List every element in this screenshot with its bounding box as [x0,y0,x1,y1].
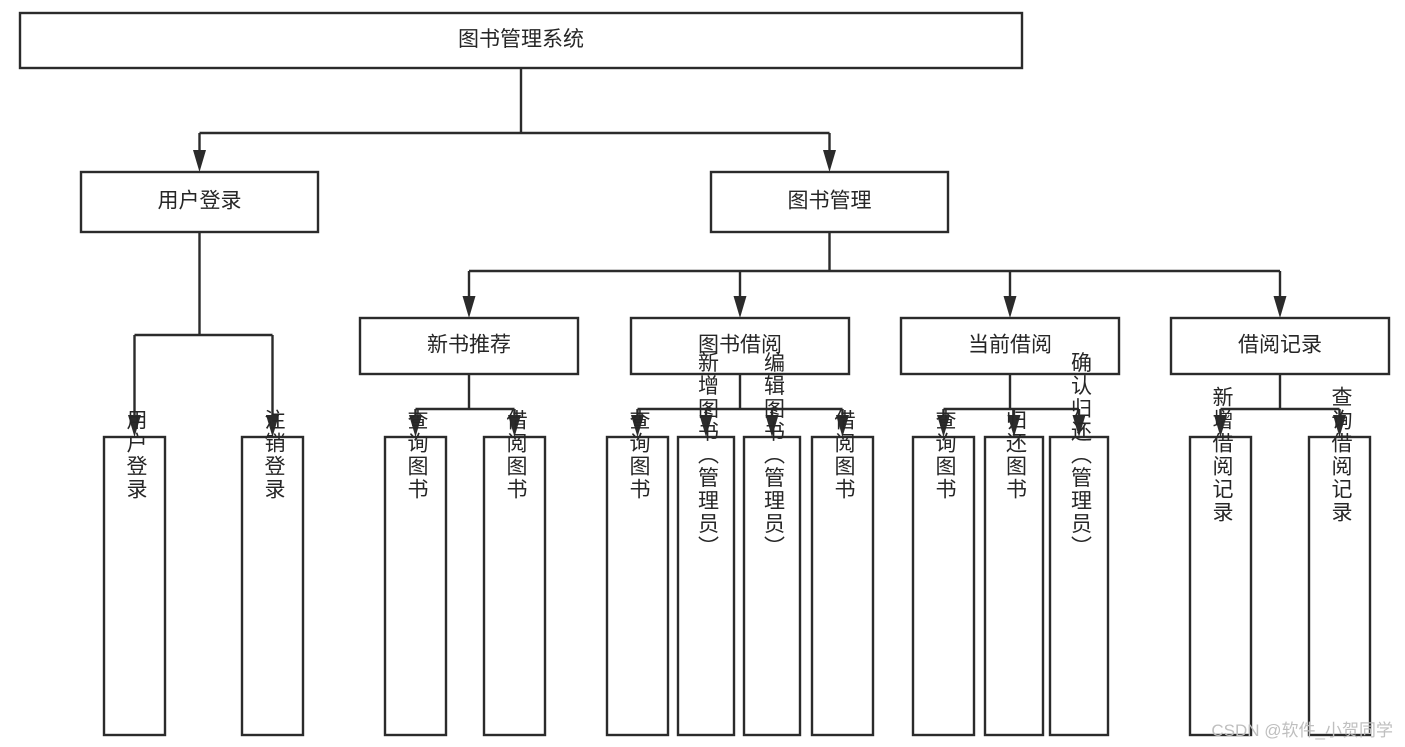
node-label: 图书借阅 [698,334,782,357]
node-label: 查询图书 [405,409,429,501]
node-box [605,435,670,737]
to-用户登录-arrowhead [193,150,206,172]
to-leaf-图书借阅-0-arrowhead [631,415,644,437]
leaf-node-确认归还管理员[interactable]: 确认归还（管理员） [1048,352,1110,737]
node-label: 借阅图书 [504,409,528,501]
node-box [18,11,1024,70]
node-layer: 图书管理系统用户登录图书管理新书推荐图书借阅当前借阅借阅记录用户登录注销登录查询… [18,11,1391,737]
node-label: 当前借阅 [968,334,1052,357]
connector-layer [128,68,1346,437]
node-l2-图书管理[interactable]: 图书管理 [709,170,950,234]
node-label: 查询图书 [933,409,957,501]
leaf-node-借阅图书[interactable]: 借阅图书 [482,409,547,737]
node-label: 新书推荐 [427,334,511,357]
to-借阅记录-arrowhead [1273,296,1287,318]
node-label: 归还图书 [1003,409,1027,501]
leaf-node-借阅图书[interactable]: 借阅图书 [810,409,875,737]
leaf-node-编辑图书管理员[interactable]: 编辑图书（管理员） [742,352,802,737]
node-box [899,316,1121,376]
node-box [810,435,875,737]
node-label: 查询图书 [627,409,651,501]
leaf-node-新增借阅记录[interactable]: 新增借阅记录 [1188,386,1253,737]
node-box [983,435,1045,737]
leaf-node-归还图书[interactable]: 归还图书 [983,409,1045,737]
node-box [102,435,167,737]
leaf-node-查询图书[interactable]: 查询图书 [383,409,448,737]
to-leaf-图书借阅-1-arrowhead [699,415,713,437]
node-label: 注销登录 [262,409,286,501]
node-label: 借阅记录 [1238,334,1322,357]
root-node-图书管理系统[interactable]: 图书管理系统 [18,11,1024,70]
to-图书管理-arrowhead [823,150,836,172]
to-leaf-用户登录-u0-arrowhead [128,415,141,437]
to-leaf-新书推荐-0-arrowhead [409,415,422,437]
node-l3-借阅记录[interactable]: 借阅记录 [1169,316,1391,376]
to-leaf-注销登录-u1-arrowhead [266,415,279,437]
to-图书借阅-arrowhead [733,296,747,318]
node-box [1169,316,1391,376]
node-label: 图书管理 [788,190,872,213]
node-label: 图书管理系统 [458,28,584,51]
leaf-node-查询图书[interactable]: 查询图书 [911,409,976,737]
node-label: 借阅图书 [832,409,856,501]
to-leaf-当前借阅-1-arrowhead [1007,415,1021,437]
to-leaf-当前借阅-2-arrowhead [1072,415,1086,437]
node-label: 编辑图书（管理员） [761,352,785,559]
node-box [742,435,802,737]
node-box [79,170,320,234]
to-leaf-新书推荐-1-arrowhead [508,415,521,437]
node-box [383,435,448,737]
leaf-node-查询借阅记录[interactable]: 查询借阅记录 [1307,386,1372,737]
leaf-node-查询图书[interactable]: 查询图书 [605,409,670,737]
node-l3-当前借阅[interactable]: 当前借阅 [899,316,1121,376]
node-box [240,435,305,737]
node-label: 用户登录 [124,409,148,501]
node-box [482,435,547,737]
leaf-node-注销登录[interactable]: 注销登录 [240,409,305,737]
node-box [676,435,736,737]
node-l3-新书推荐[interactable]: 新书推荐 [358,316,580,376]
to-leaf-当前借阅-0-arrowhead [937,415,950,437]
to-新书推荐-arrowhead [462,296,476,318]
node-l3-图书借阅[interactable]: 图书借阅 [629,316,851,376]
leaf-node-新增图书管理员[interactable]: 新增图书（管理员） [676,352,736,737]
to-leaf-图书借阅-2-arrowhead [765,415,779,437]
node-l2-用户登录[interactable]: 用户登录 [79,170,320,234]
node-box [358,316,580,376]
node-box [629,316,851,376]
leaf-node-用户登录[interactable]: 用户登录 [102,409,167,737]
to-当前借阅-arrowhead [1003,296,1017,318]
node-label: 新增图书（管理员） [695,352,719,559]
node-box [709,170,950,234]
node-label: 新增借阅记录 [1210,386,1234,524]
node-box [1048,435,1110,737]
to-leaf-借阅记录-1-arrowhead [1333,415,1346,437]
node-box [1307,435,1372,737]
to-leaf-借阅记录-0-arrowhead [1214,415,1227,437]
node-label: 确认归还（管理员） [1068,352,1092,559]
node-label: 查询借阅记录 [1329,386,1353,524]
to-leaf-图书借阅-3-arrowhead [836,415,849,437]
node-box [1188,435,1253,737]
node-box [911,435,976,737]
node-label: 用户登录 [158,190,242,213]
